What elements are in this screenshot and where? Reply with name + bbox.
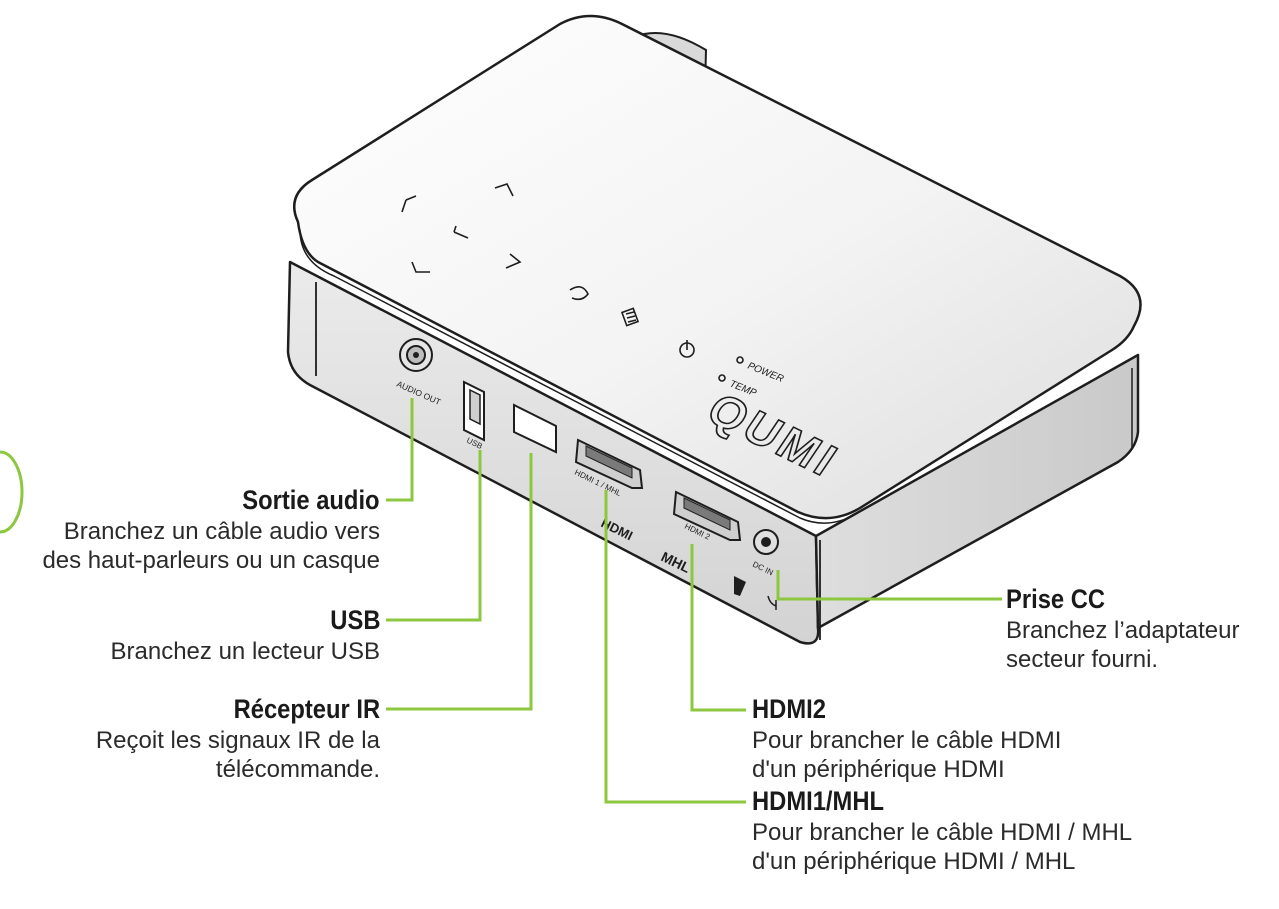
leader-lines [386,398,1002,804]
side-face [814,353,1140,630]
arrow-left-icon [411,261,430,273]
callout-hdmi2: HDMI2 Pour brancher le câble HDMI d'un p… [752,692,1061,784]
callout-desc: Branchez l’adaptateur [1006,617,1240,644]
dc-in-port [753,529,779,555]
callout-title: HDMI1/MHL [752,786,884,816]
leader-hdmi1 [604,490,746,804]
callout-desc: Reçoit les signaux IR de la [95,727,380,754]
wireless-icon [767,595,777,610]
leader-usb [386,450,482,622]
callout-desc: Pour brancher le câble HDMI / MHL [752,819,1133,846]
callout-hdmi1-mhl: HDMI1/MHL Pour brancher le câble HDMI / … [752,784,1132,876]
callout-desc: télécommande. [215,756,380,783]
back-icon [569,286,589,301]
top-face [293,14,1142,520]
hdmi1-port [574,438,644,489]
callout-title: HDMI2 [752,694,826,724]
menu-icon [620,307,640,327]
ir-receiver-window [513,403,557,454]
callout-title: Prise CC [1006,584,1106,614]
temp-led [718,374,726,382]
callout-audio-out: Sortie audio Branchez un câble audio ver… [42,483,380,575]
callout-title: Récepteur IR [233,694,380,724]
arrow-down-icon [505,253,522,269]
leader-audio [386,398,414,502]
callout-desc: secteur fourni. [1006,646,1159,673]
audio-out-port [399,338,433,372]
callout-desc: des haut-parleurs ou un casque [42,547,380,574]
touch-controls [401,183,744,382]
leader-hdmi2 [690,544,746,712]
callout-desc: Branchez un câble audio vers [63,518,380,545]
callout-desc: Branchez un lecteur USB [110,638,380,665]
callout-title: Sortie audio [242,485,380,515]
callout-desc: d'un périphérique HDMI / MHL [752,848,1076,875]
enter-icon [453,225,469,239]
callout-dc-in: Prise CC Branchez l’adaptateur secteur f… [1006,582,1239,674]
3d-logo-icon [734,576,746,596]
callout-desc: Pour brancher le câble HDMI [752,727,1062,754]
callout-ir-receiver: Récepteur IR Reçoit les signaux IR de la… [96,692,380,784]
leader-ir [386,453,533,711]
callout-desc: d'un périphérique HDMI [752,756,1005,783]
leader-dc [776,570,1002,601]
hdmi2-port [672,490,742,541]
arrow-right-icon [494,183,514,197]
edge-circle-fragment [0,450,24,534]
callout-usb: USB Branchez un lecteur USB [111,603,380,666]
callout-title: USB [329,605,380,635]
power-led [736,356,744,364]
arrow-up-icon [401,195,417,213]
usb-port [463,380,485,442]
